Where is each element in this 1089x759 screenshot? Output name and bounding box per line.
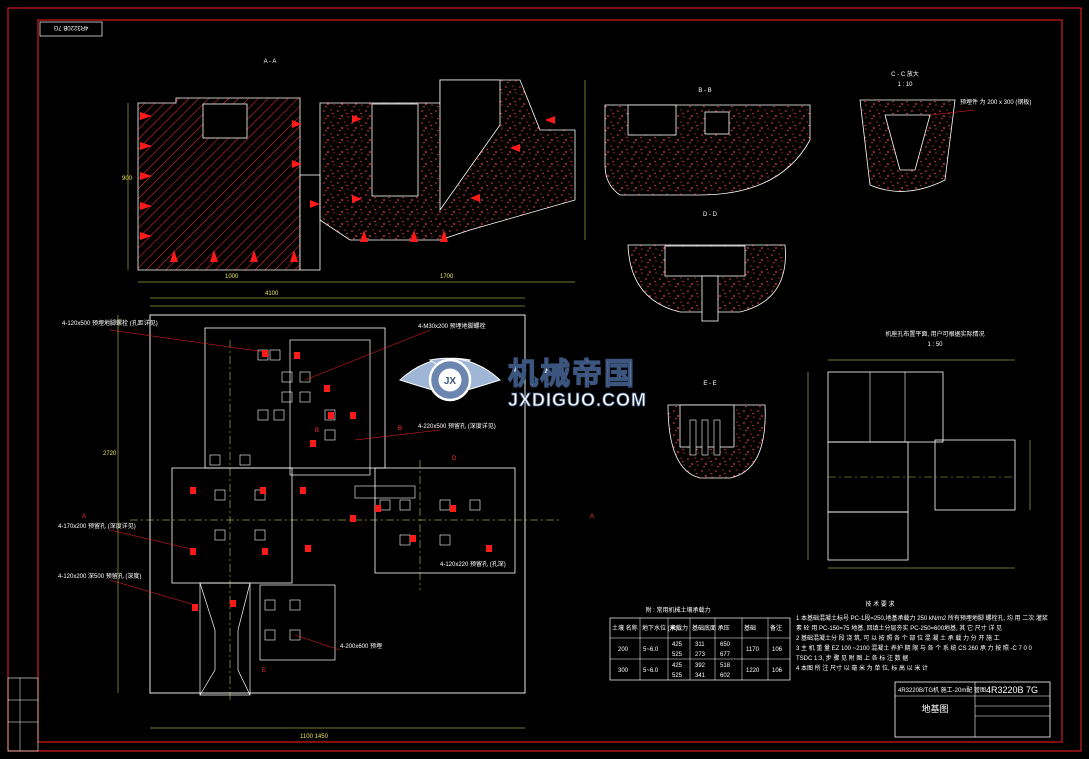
cc-note: 预埋件 为 200 x 300 (钢板) xyxy=(960,98,1031,106)
section-aa: A - A xyxy=(122,59,586,283)
plan-section-e: E xyxy=(262,668,266,674)
note-3: 4-220x500 预留孔 (深度详见) xyxy=(418,422,496,430)
watermark-logo: JX 机械帝国 JXDIGUO.COM xyxy=(399,356,647,410)
note-1: 4-120x500 预埋地脚螺栓 (孔距详见) xyxy=(62,319,158,327)
soil-r2c4: 518 xyxy=(720,663,731,669)
plan-section-b-2: B xyxy=(398,426,402,432)
soil-r0c5: 1170 xyxy=(746,647,760,653)
soil-r0c6: 106 xyxy=(772,647,783,653)
note-2: 4-M30x200 预埋地脚螺栓 xyxy=(418,322,486,330)
note-5: 4-120x200 深500 预留孔 (深度) xyxy=(58,572,141,580)
dim-aa-w1: 1000 xyxy=(225,274,239,280)
soil-r2c2: 425 xyxy=(672,663,683,669)
plan-dim-height: 2720 xyxy=(103,451,117,457)
tech-note-5: TSDC 1:3, 步 骤 见 附 图 上 各 标 注 数 据 xyxy=(796,654,908,662)
soil-r0c1: 5~6.0 xyxy=(643,647,659,653)
section-cc-title: C - C 放大 xyxy=(891,70,919,78)
soil-r0c0: 200 xyxy=(618,647,629,653)
dim-aa-w2: 1700 xyxy=(440,274,454,280)
tech-notes: 技 术 要 求 1 本基础混凝土标号 PC-1段=250,地基承载力 250 k… xyxy=(796,600,1048,672)
note-4: 4-170x200 预留孔 (深度详见) xyxy=(58,522,136,530)
watermark-cn: 机械帝国 xyxy=(508,357,636,391)
soil-h4: 基础 xyxy=(744,624,756,632)
soil-r1c3: 273 xyxy=(695,652,706,658)
soil-r2c1: 5~6.0 xyxy=(643,668,659,674)
section-dd: D - D xyxy=(627,212,786,322)
plan-section-b-1: B xyxy=(315,428,319,434)
soil-r0c3: 311 xyxy=(695,642,705,648)
plan-section-d: D xyxy=(452,456,457,462)
section-aa-title: A - A xyxy=(264,59,277,65)
tech-note-3: 2 基础混凝土分 段 浇 筑, 可 以 按 照 各 个 部 位 混 凝 土 承 … xyxy=(796,634,1000,642)
right-plan-scale: 1 : 50 xyxy=(927,342,943,348)
title-block-code: 4R3220B 7G xyxy=(986,685,1038,695)
plan-dim-bottom: 1100 1450 xyxy=(300,734,329,740)
right-plan: 机座孔布置平面, 用户可根据实际情况 1 : 50 xyxy=(807,330,1031,569)
watermark-badge: JX xyxy=(444,376,457,387)
section-cc: C - C 放大 1 : 10 预埋件 为 200 x 300 (钢板) xyxy=(859,70,1031,192)
dim-aa-height: 900 xyxy=(122,176,133,182)
soil-r2c0: 300 xyxy=(618,668,629,674)
soil-r2c3: 392 xyxy=(695,663,706,669)
section-bb: B - B xyxy=(604,88,811,196)
soil-r1c4: 677 xyxy=(720,652,731,658)
soil-r0c4: 650 xyxy=(720,642,731,648)
soil-table-title: 附 : 常用机械土壤承载力 xyxy=(645,606,710,614)
section-cc-scale: 1 : 10 xyxy=(897,82,913,88)
soil-r0c2: 425 xyxy=(672,642,683,648)
plan-section-a-left: A xyxy=(82,514,86,520)
soil-r3c3: 341 xyxy=(695,673,706,679)
note-6: 4-200x600 预埋 xyxy=(340,642,382,650)
section-dd-title: D - D xyxy=(703,212,718,218)
right-plan-title: 机座孔布置平面, 用户可根据实际情况 xyxy=(885,330,984,338)
tech-note-1: 1 本基础混凝土标号 PC-1段=250,地基承载力 250 kN/m2 所有预… xyxy=(796,614,1048,622)
title-block-sub: 4R3220B/TG机 施工-20m配 管图 xyxy=(898,686,986,694)
main-plan: 4100 xyxy=(58,291,594,740)
stamp-text: 4R3220B 7G xyxy=(53,24,88,30)
note-7: 4-120x220 预留孔 (孔深) xyxy=(440,560,506,568)
soil-h1: 地下水位 (米) xyxy=(642,624,678,632)
section-ee-title: E - E xyxy=(703,381,716,387)
tech-note-2: 素 砼 用 PC-150=75 地基, 回填土分层夯实 PC-250=600地基… xyxy=(796,624,1002,632)
soil-r1c2: 525 xyxy=(672,652,683,658)
section-bb-title: B - B xyxy=(698,88,711,94)
soil-r3c4: 602 xyxy=(720,673,731,679)
soil-r3c2: 525 xyxy=(672,673,683,679)
section-ee: E - E xyxy=(667,381,766,479)
soil-h3: 基础底面 承压 xyxy=(692,624,730,632)
tech-notes-title: 技 术 要 求 xyxy=(865,600,894,608)
tech-note-6: 4 本图 所 注 尺寸 以 毫 米 为 单 位, 标 高 以 米 计 xyxy=(796,664,928,672)
soil-r2c6: 106 xyxy=(772,668,783,674)
soil-h5: 备注 xyxy=(770,624,782,632)
soil-h0: 土壤 名称 xyxy=(612,624,638,632)
watermark-en: JXDIGUO.COM xyxy=(508,390,647,410)
plan-section-a-right: A xyxy=(590,514,594,520)
soil-table: 附 : 常用机械土壤承载力 土壤 名称 地下水位 (米) 承载力 基础底面 承压… xyxy=(609,606,791,681)
revision-strip xyxy=(7,677,39,752)
drawing-frame xyxy=(7,7,1082,752)
plan-dim-top: 4100 xyxy=(265,291,279,297)
soil-h2: 承载力 xyxy=(670,624,688,632)
title-block: 4R3220B/TG机 施工-20m配 管图 4R3220B 7G 地基图 xyxy=(894,681,1051,738)
title-block-name: 地基图 xyxy=(921,703,948,714)
top-left-stamp: 4R3220B 7G xyxy=(39,21,103,37)
tech-note-4: 3 主 机 重 量 EZ 100 ~2100 混凝土 养护 期 限 与 各 个 … xyxy=(796,644,1033,652)
soil-r2c5: 1220 xyxy=(746,668,760,674)
